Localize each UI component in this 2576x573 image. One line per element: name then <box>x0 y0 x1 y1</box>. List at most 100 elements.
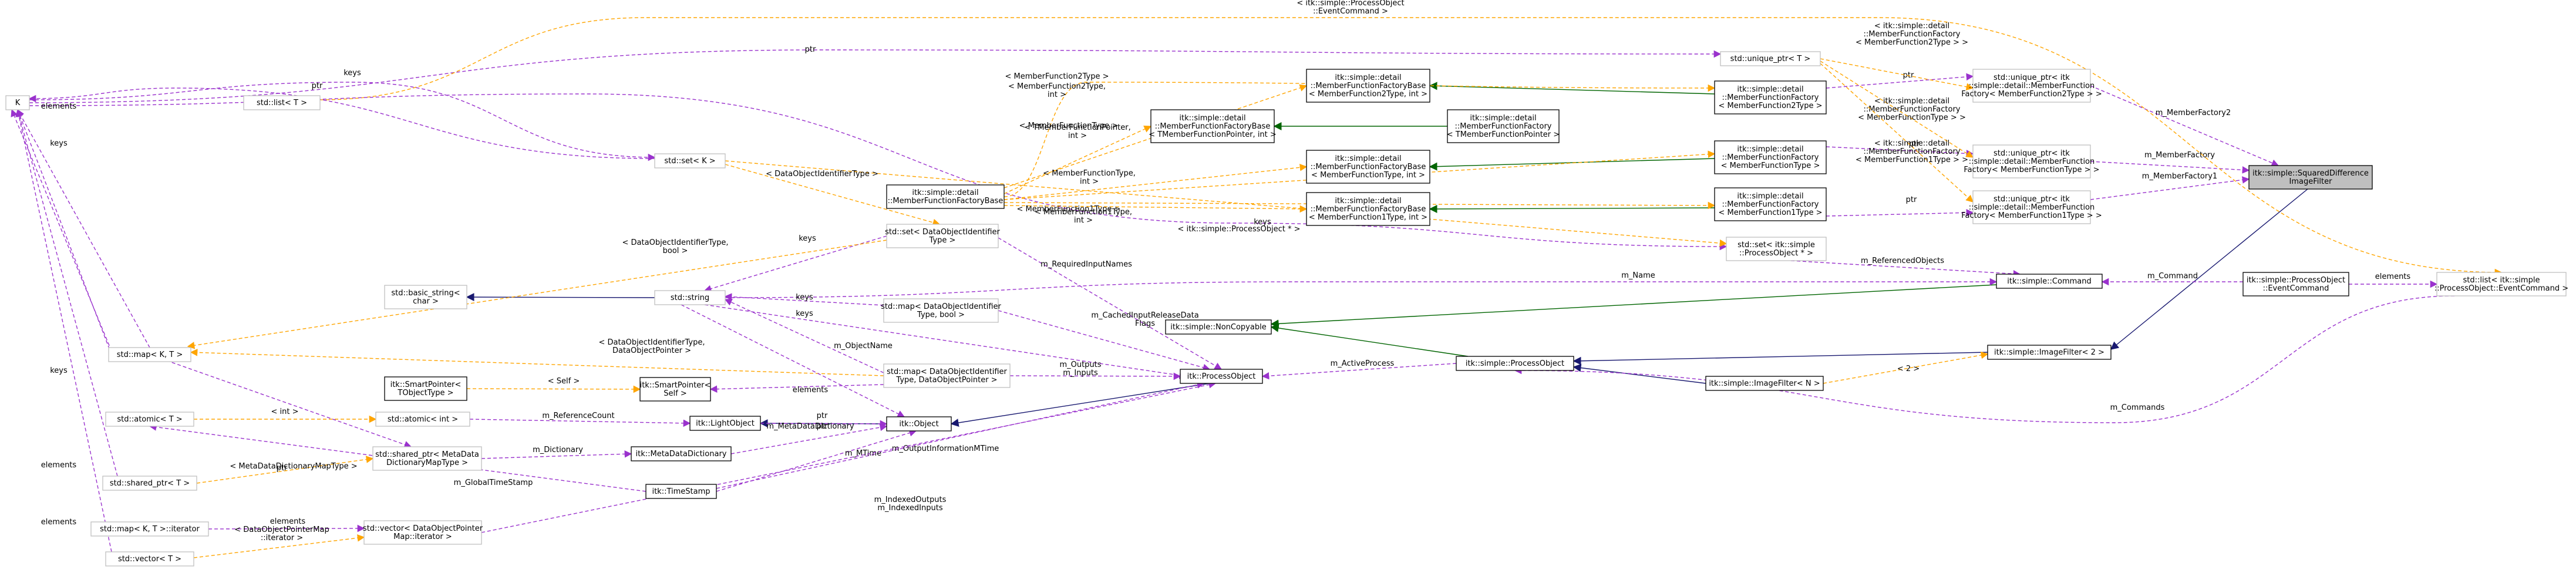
node-label: ::MemberFunctionFactoryBase <box>888 197 1004 205</box>
usage-line <box>29 49 1722 103</box>
edge-label: m_CachedInputReleaseData <box>1091 311 1198 320</box>
node-map-iter[interactable]: std::map< K, T >::iterator <box>90 521 209 537</box>
node-label: std::basic_string< <box>391 289 460 298</box>
node-set-po[interactable]: std::set< itk::simple::ProcessObject * > <box>1726 237 1827 261</box>
usage-line <box>716 381 1205 489</box>
node-box <box>1150 109 1275 143</box>
node-map-KT[interactable]: std::map< K, T > <box>108 347 191 362</box>
node-timestamp[interactable]: itk::TimeStamp <box>645 484 717 499</box>
node-mff-1[interactable]: itk::simple::detail::MemberFunctionFacto… <box>1714 187 1827 221</box>
edge-label: keys <box>50 139 68 148</box>
node-mff-t[interactable]: itk::simple::detail::MemberFunctionFacto… <box>1447 109 1560 143</box>
node-map-doid-bool[interactable]: std::map< DataObjectIdentifierType, bool… <box>881 298 1002 323</box>
node-label: itk::simple::detail <box>1179 114 1245 123</box>
node-mff-2[interactable]: itk::simple::detail::MemberFunctionFacto… <box>1714 80 1827 114</box>
node-label: ::MemberFunctionFactoryBase <box>1311 163 1426 171</box>
node-itkobject[interactable]: itk::Object <box>886 416 952 432</box>
edge-label: keys <box>799 234 816 243</box>
template-line <box>1820 58 1974 91</box>
node-list-evcmd[interactable]: std::list< itk::simple::ProcessObject::E… <box>2434 272 2568 296</box>
usage-line <box>725 278 1998 298</box>
node-label: ::MemberFunctionFactory <box>1722 153 1819 162</box>
node-label: < TMemberFunctionPointer > <box>1447 130 1560 139</box>
node-box <box>5 95 30 110</box>
node-atomic-int[interactable]: std::atomic< int > <box>375 412 470 427</box>
usage-line <box>481 381 1217 533</box>
node-smartptr-tobj[interactable]: itk::SmartPointer<TObjectType > <box>384 376 467 401</box>
edge-49: ptr <box>149 354 412 473</box>
node-basic-string[interactable]: std::basic_string<char > <box>384 285 467 309</box>
node-mff-mt[interactable]: itk::simple::detail::MemberFunctionFacto… <box>1714 140 1827 174</box>
edge-21: < MemberFunctionType > <box>1004 122 1716 200</box>
node-set-K[interactable]: std::set< K > <box>654 153 726 168</box>
node-noncopyable[interactable]: itk::simple::NonCopyable <box>1165 319 1272 335</box>
edge-38: m_ObjectName <box>704 304 1187 379</box>
node-atomic-T[interactable]: std::atomic< T > <box>105 412 194 427</box>
node-box <box>105 551 194 567</box>
node-procobj-evcmd[interactable]: itk::simple::ProcessObject::EventCommand <box>2242 272 2349 296</box>
node-box <box>639 377 711 402</box>
node-list-T[interactable]: std::list< T > <box>243 95 321 110</box>
node-label: Type > <box>929 236 956 245</box>
node-label: itk::SmartPointer< <box>640 381 711 390</box>
usage-line <box>760 420 888 428</box>
inheritance-edge-mff_1-to-mffb_1 <box>1429 204 1715 213</box>
node-label: ImageFilter <box>2289 177 2333 186</box>
node-label: < MemberFunction1Type > <box>1719 208 1823 217</box>
node-box <box>1180 369 1263 384</box>
node-K[interactable]: K <box>5 95 30 110</box>
edge-label: int > <box>1074 216 1093 225</box>
edge-label: m_ObjectName <box>834 342 893 350</box>
node-mffb-1[interactable]: itk::simple::detail::MemberFunctionFacto… <box>1306 192 1430 226</box>
node-command[interactable]: itk::simple::Command <box>1996 274 2103 289</box>
edge-46: m_MetaDataDictionary <box>730 422 888 454</box>
node-mffb-2[interactable]: itk::simple::detail::MemberFunctionFacto… <box>1306 69 1430 103</box>
node-sharedptr-T[interactable]: std::shared_ptr< T > <box>102 476 197 491</box>
usage-line <box>15 109 118 477</box>
edge-label: ::MemberFunctionFactory <box>1863 105 1960 114</box>
node-uptr-mt[interactable]: std::unique_ptr< itk::simple::detail::Me… <box>1964 144 2100 178</box>
edge-36: keys <box>724 299 884 373</box>
node-uptr-2[interactable]: std::unique_ptr< itk::simple::detail::Me… <box>1961 69 2102 103</box>
node-sqdiff[interactable]: itk::simple::SquaredDifferenceImageFilte… <box>2248 165 2373 190</box>
node-itkprocobj[interactable]: itk::ProcessObject <box>1180 369 1263 384</box>
node-mffb-t[interactable]: itk::simple::detail::MemberFunctionFacto… <box>1149 109 1277 143</box>
node-label: std::unique_ptr< itk <box>1994 149 2070 158</box>
usage-line <box>208 524 365 532</box>
node-imagefilter2[interactable]: itk::simple::ImageFilter< 2 > <box>1987 345 2112 360</box>
node-label: char > <box>413 297 439 306</box>
node-vector-T[interactable]: std::vector< T > <box>105 551 194 567</box>
edge-label: bool > <box>663 247 688 255</box>
node-mffb-t1[interactable]: itk::simple::detail::MemberFunctionFacto… <box>1306 150 1430 184</box>
node-label: itk::simple::ImageFilter< N > <box>1709 379 1820 388</box>
node-box <box>1306 69 1430 103</box>
node-box <box>1447 109 1560 143</box>
edge-label: m_MetaDataDictionary <box>766 422 854 431</box>
node-label: itk::simple::Command <box>2007 277 2091 286</box>
node-imagefilterN[interactable]: itk::simple::ImageFilter< N > <box>1705 376 1824 391</box>
node-uptr-1[interactable]: std::unique_ptr< itk::simple::detail::Me… <box>1961 190 2102 224</box>
node-box <box>1996 274 2103 289</box>
node-lightobject[interactable]: itk::LightObject <box>689 416 761 431</box>
node-string[interactable]: std::string <box>654 290 726 305</box>
node-vector-dopm[interactable]: std::vector< DataObjectPointerMap::itera… <box>363 520 483 545</box>
inheritance-line <box>950 383 1210 427</box>
node-map-doid-ptr[interactable]: std::map< DataObjectIdentifierType, Data… <box>883 363 1011 388</box>
node-label: itk::simple::ImageFilter< 2 > <box>1994 348 2104 357</box>
edge-label: ::iterator > <box>261 534 303 542</box>
node-sharedptr-md[interactable]: std::shared_ptr< MetaDataDictionaryMapTy… <box>372 446 482 471</box>
edge-label: < MemberFunction2Type > <box>1005 72 1109 81</box>
edge-label: m_Command <box>2147 272 2198 281</box>
node-smartptr-self[interactable]: itk::SmartPointer<Self > <box>639 377 711 402</box>
usage-line <box>709 384 884 393</box>
node-processobject-s[interactable]: itk::simple::ProcessObject <box>1456 356 1574 371</box>
usage-line <box>28 87 655 159</box>
node-box <box>1306 192 1430 226</box>
node-label: itk::simple::detail <box>912 188 978 197</box>
node-metadict[interactable]: itk::MetaDataDictionary <box>631 446 732 461</box>
node-label: itk::simple::detail <box>1335 197 1401 205</box>
edge-label: keys <box>50 366 68 375</box>
node-set-doid[interactable]: std::set< DataObjectIdentifierType > <box>885 224 1001 248</box>
node-mffb[interactable]: itk::simple::detail::MemberFunctionFacto… <box>886 184 1005 209</box>
node-uptr-T[interactable]: std::unique_ptr< T > <box>1720 51 1821 66</box>
